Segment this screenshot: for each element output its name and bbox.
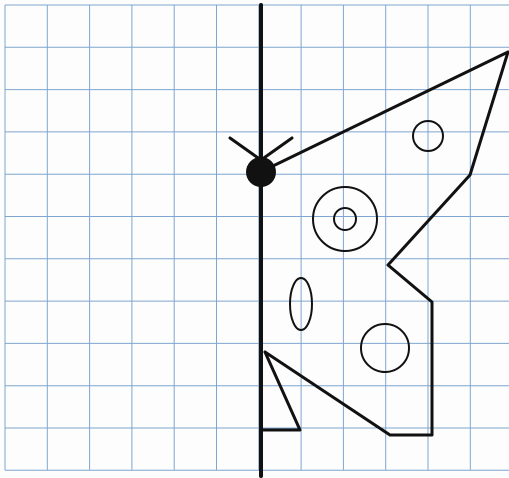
butterfly-head	[246, 157, 276, 187]
